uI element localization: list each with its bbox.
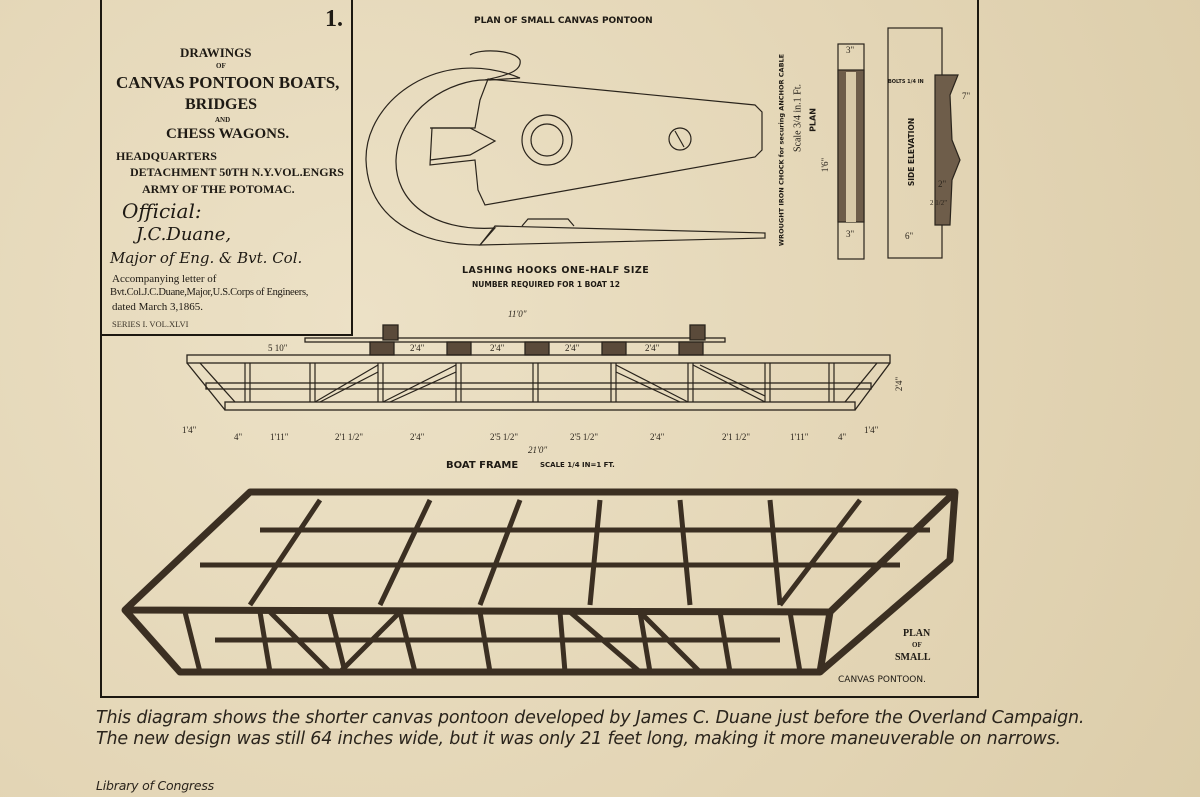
bottom-spacing: 4" — [234, 432, 243, 442]
sheet-number: 1. — [325, 6, 343, 32]
sheet-border — [100, 0, 979, 698]
chock-dim: 3" — [846, 45, 855, 55]
title-line: CANVAS PONTOON BOATS, — [116, 73, 340, 92]
chock-scale: Scale 3/4 in.1 Ft. — [792, 83, 804, 153]
signature-official: Official: — [122, 199, 202, 223]
perspective-label: CANVAS PONTOON. — [838, 675, 926, 685]
chock-plan-label: PLAN — [808, 108, 818, 132]
boat-frame-title: BOAT FRAME — [446, 460, 519, 471]
letter-line: Bvt.Col.J.C.Duane,Major,U.S.Corps of Eng… — [110, 287, 309, 298]
title-line: AND — [215, 116, 231, 124]
bottom-spacing: 2'1 1/2" — [335, 432, 364, 442]
bottom-spacing: 2'4" — [650, 432, 665, 442]
boat-frame-scale: SCALE 1/4 IN=1 FT. — [540, 461, 615, 469]
perspective-label: PLAN — [903, 628, 931, 639]
signature-name: J.C.Duane, — [136, 224, 232, 245]
bottom-spacing: 2'5 1/2" — [490, 432, 519, 442]
series-label: SERIES I. VOL.XLVI — [112, 319, 189, 329]
signature-rank: Major of Eng. & Bvt. Col. — [110, 249, 303, 267]
letter-line: Accompanying letter of — [112, 273, 217, 285]
top-spacing: 2'4" — [490, 343, 505, 353]
hook-count: NUMBER REQUIRED FOR 1 BOAT 12 — [472, 280, 620, 289]
letter-line: dated March 3,1865. — [112, 301, 204, 313]
boat-frame-elevation — [186, 324, 891, 411]
chock-title: WROUGHT IRON CHOCK for securing ANCHOR C… — [777, 53, 786, 247]
title-line: CHESS WAGONS. — [166, 126, 290, 142]
chock-plan-length: 1'6" — [820, 157, 831, 173]
bottom-spacing: 2'5 1/2" — [570, 432, 599, 442]
perspective-label: OF — [912, 641, 922, 649]
hq-line: ARMY OF THE POTOMAC. — [142, 182, 295, 196]
chock-dim: 3" — [846, 229, 855, 239]
title-line: DRAWINGS — [180, 45, 252, 60]
lashing-hook-drawing — [365, 50, 766, 246]
caption-credit: Library of Congress — [96, 778, 214, 793]
end-dim-left: 1'4" — [182, 425, 197, 435]
chock-dim: 7" — [962, 91, 971, 101]
bottom-spacing: 1'11" — [270, 432, 289, 442]
offset-dim: 5 10" — [268, 343, 288, 353]
chock-bolts: BOLTS 1/4 IN — [888, 79, 924, 85]
top-spacing: 2'4" — [410, 343, 425, 353]
top-spacing: 2'4" — [565, 343, 580, 353]
caption-text: This diagram shows the shorter canvas po… — [96, 708, 1085, 749]
overall-length: 21'0" — [528, 445, 548, 455]
title-block-border — [100, 0, 353, 336]
title-line: OF — [216, 62, 226, 70]
chock-side-label: SIDE ELEVATION — [906, 117, 916, 187]
bottom-spacing: 1'11" — [790, 432, 809, 442]
perspective-label: SMALL — [895, 652, 931, 663]
hq-line: DETACHMENT 50TH N.Y.VOL.ENGRS — [130, 165, 344, 179]
bottom-spacing: 2'1 1/2" — [722, 432, 751, 442]
title-line: BRIDGES — [185, 96, 258, 113]
end-dim-right: 1'4" — [864, 425, 879, 435]
deck-length: 11'0" — [508, 309, 527, 319]
bottom-spacing: 4" — [838, 432, 847, 442]
iron-chock-drawing — [837, 27, 961, 260]
hook-plan-title: PLAN OF SMALL CANVAS PONTOON — [474, 16, 653, 26]
chock-dim: 2 1/2" — [930, 199, 948, 207]
pontoon-perspective — [121, 488, 959, 676]
bottom-spacing: 2'4" — [410, 432, 425, 442]
chock-dim: 2" — [938, 179, 947, 189]
hook-caption: LASHING HOOKS ONE-HALF SIZE — [462, 265, 650, 276]
hq-line: HEADQUARTERS — [116, 149, 217, 163]
top-spacing: 2'4" — [645, 343, 660, 353]
height-dim: 2'4" — [894, 376, 905, 392]
chock-dim: 6" — [905, 231, 914, 241]
